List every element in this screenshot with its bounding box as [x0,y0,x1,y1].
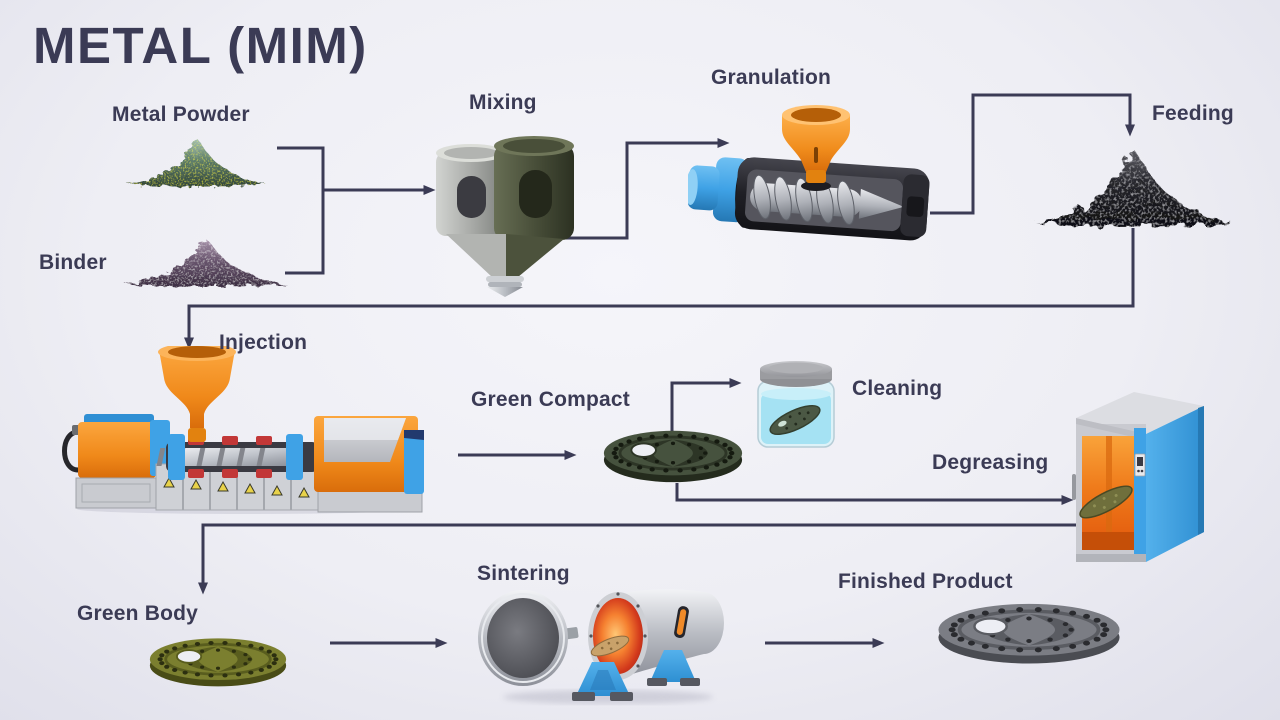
connector-green-compact-to-degreasing [675,483,1074,505]
mixing-machine-icon [430,136,580,297]
label-feeding: Feeding [1152,102,1234,125]
label-degreasing: Degreasing [932,451,1049,474]
label-finished-product: Finished Product [838,570,1013,593]
connector-oven-to-green-body [198,523,1076,595]
connector-mixing-to-granulation [532,138,730,240]
diagram-title: METAL (MIM) [33,17,368,74]
connector-green-compact-to-cleaning [670,378,742,433]
label-mixing: Mixing [469,91,537,114]
granulation-extruder-icon [688,103,943,255]
green-body-disc-icon [148,632,288,690]
label-injection: Injection [219,331,308,354]
sintering-furnace-icon [468,578,738,706]
finished-product-disc-icon [936,596,1122,668]
feedstock-pile-icon [1028,136,1240,232]
connector-powder-binder-bracket [277,146,325,275]
metal-powder-pile-icon [122,130,272,190]
label-cleaning: Cleaning [852,377,943,400]
connector-granulation-to-feeding [930,93,1135,215]
cleaning-jar-icon [750,357,842,453]
label-granulation: Granulation [711,66,832,89]
label-binder: Binder [39,251,107,274]
label-green-compact: Green Compact [471,388,630,411]
degreasing-oven-icon [1072,382,1212,564]
binder-pile-icon [118,230,293,290]
label-metal-powder: Metal Powder [112,103,250,126]
label-green-body: Green Body [77,602,199,625]
connector-feeding-to-injection [184,228,1135,350]
label-sintering: Sintering [477,562,570,585]
green-compact-disc-icon [602,424,744,486]
injection-molding-machine-icon [62,346,424,514]
